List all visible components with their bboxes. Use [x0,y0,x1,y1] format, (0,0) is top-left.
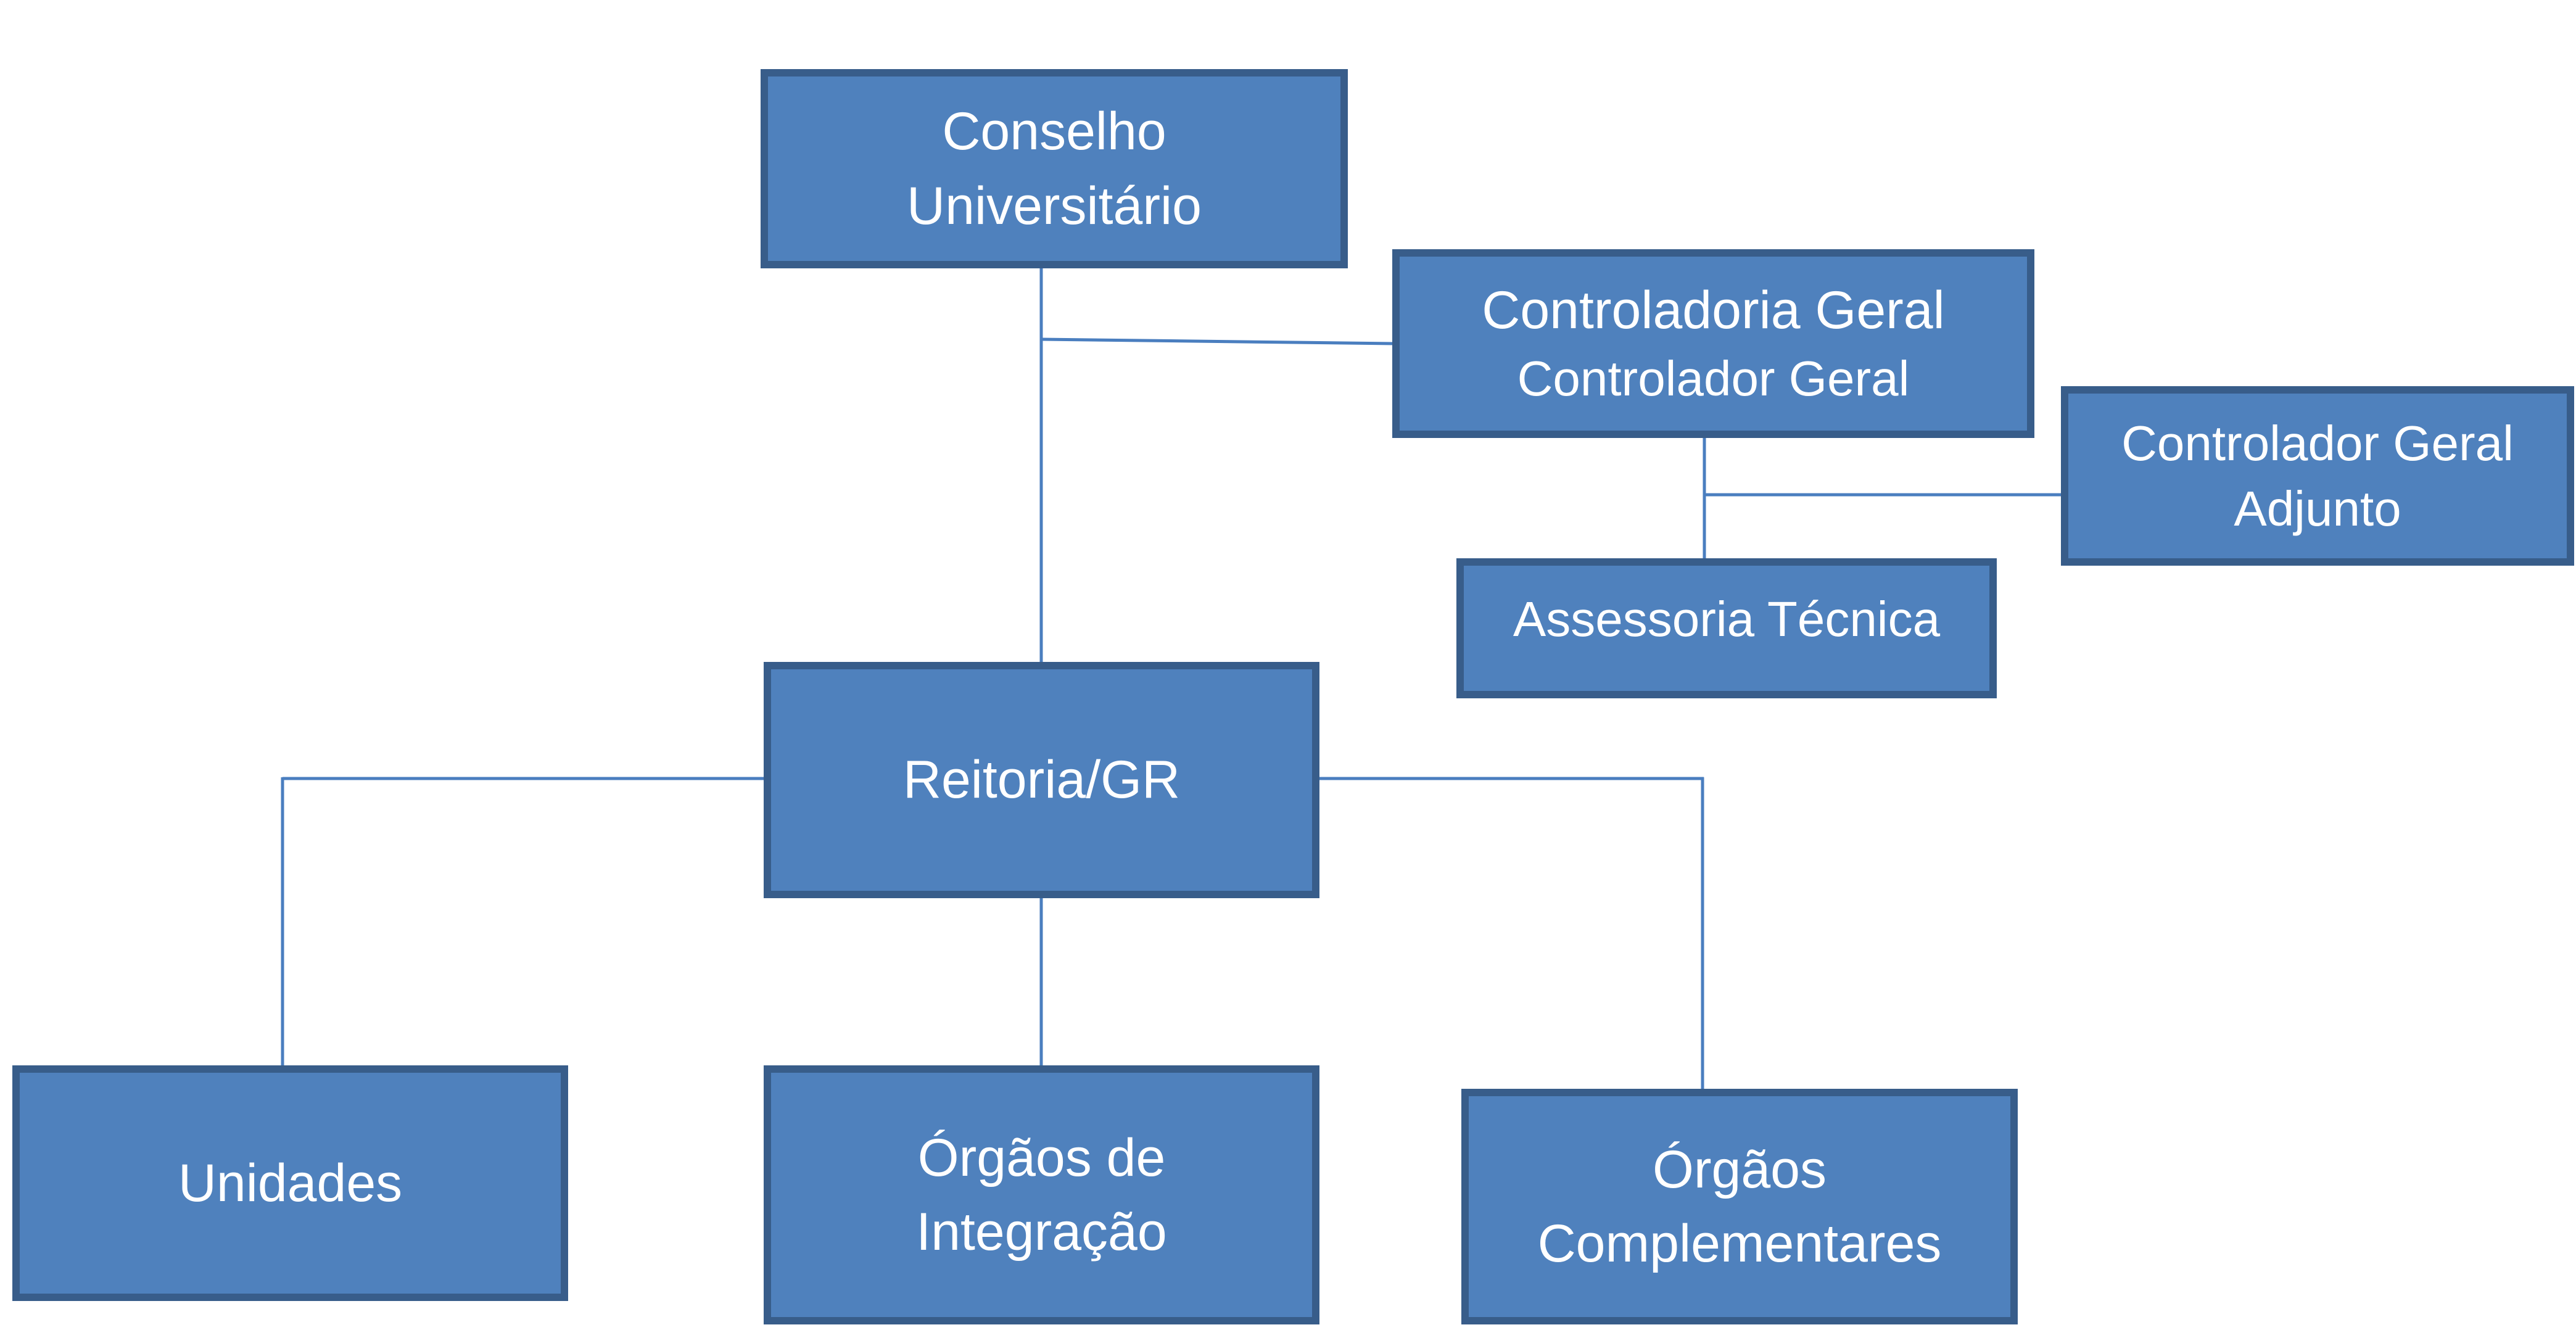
node-assessoria-tecnica: Assessoria Técnica [1456,558,1997,698]
node-reitoria-line-1: Reitoria/GR [902,750,1181,810]
node-controladoria-line-1: Controladoria Geral [1482,281,1945,341]
node-integracao-line-2: Integração [916,1202,1167,1262]
node-orgaos-complementares: Órgãos Complementares [1461,1089,2018,1324]
node-reitoria-gr: Reitoria/GR [764,662,1319,898]
node-unidades: Unidades [12,1065,568,1301]
node-unidades-line-1: Unidades [178,1153,403,1213]
connector-conselho-controladoria [1041,337,1395,345]
node-controladoria-line-2: Controlador Geral [1517,350,1910,406]
node-adjunto-line-1: Controlador Geral [2121,415,2514,471]
node-controladoria-geral: Controladoria Geral Controlador Geral [1392,249,2034,438]
node-assessoria-line-1: Assessoria Técnica [1513,591,1941,646]
node-adjunto-line-2: Adjunto [2234,481,2401,536]
node-complementares-line-2: Complementares [1537,1214,1942,1273]
node-complementares-line-1: Órgãos [1652,1139,1827,1199]
node-conselho-universitario: Conselho Universitário [761,69,1348,268]
node-orgaos-de-integracao: Órgãos de Integração [764,1065,1319,1324]
node-conselho-line-2: Universitário [907,176,1202,236]
node-integracao-line-1: Órgãos de [917,1128,1166,1188]
node-conselho-line-1: Conselho [942,102,1166,162]
node-controlador-geral-adjunto: Controlador Geral Adjunto [2061,386,2574,566]
